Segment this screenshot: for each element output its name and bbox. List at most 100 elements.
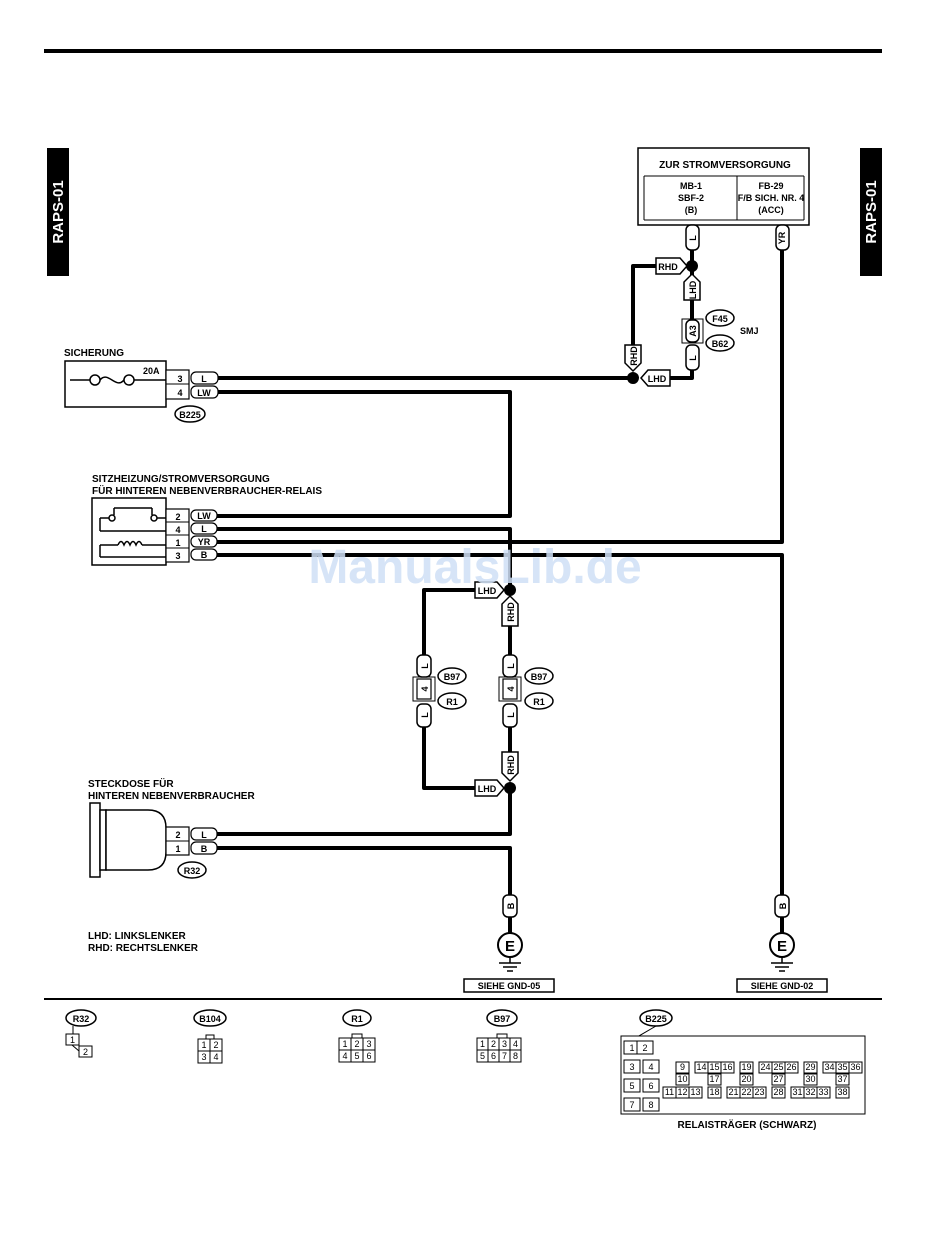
- b97-pin-8-cell: [509, 1049, 522, 1063]
- b225-pin-36-label: 36: [850, 1062, 860, 1072]
- fuse-component: SICHERUNG 20A 3 4 L LW B225: [64, 348, 219, 423]
- side-tab-left: RAPS-01: [47, 148, 69, 276]
- relay-wire-l: L: [201, 524, 207, 534]
- connector-b62: B62: [705, 334, 735, 352]
- pinout-b104: B104 1 2 3 4: [193, 1009, 227, 1064]
- b225-pin-23-cell: [752, 1086, 767, 1099]
- b225-pin-7-cell: [623, 1097, 641, 1112]
- b97-pin-7-label: 7: [502, 1051, 507, 1061]
- r1-pin-6-label: 6: [366, 1051, 371, 1061]
- svg-text:R32: R32: [73, 1014, 90, 1024]
- b225-pin-35-label: 35: [837, 1062, 847, 1072]
- svg-text:B: B: [506, 902, 516, 909]
- svg-text:A3: A3: [688, 325, 698, 337]
- socket-wire-l: L: [201, 830, 207, 840]
- svg-text:4: 4: [420, 686, 430, 691]
- svg-text:B: B: [778, 902, 788, 909]
- svg-text:LHD: LHD: [478, 586, 497, 596]
- b225-pin-2-cell: [636, 1040, 654, 1055]
- pinout-r32: R32 1 2: [65, 1009, 97, 1058]
- svg-text:LHD: LHD: [478, 784, 497, 794]
- power-box-right-line2: F/B SICH. NR. 4: [738, 193, 805, 203]
- b225-pin-33-label: 33: [818, 1087, 828, 1097]
- b225-pin-29-cell: [803, 1061, 818, 1074]
- b225-pin-13-cell: [688, 1086, 703, 1099]
- svg-text:B104: B104: [199, 1014, 221, 1024]
- r1-pin-3-label: 3: [366, 1039, 371, 1049]
- svg-text:RHD: RHD: [506, 755, 516, 775]
- ground-right: B E SIEHE GND-02: [736, 894, 828, 993]
- b225-pin-16-cell: [720, 1061, 735, 1074]
- svg-text:L: L: [688, 235, 698, 241]
- b225-pin-21-label: 21: [728, 1087, 738, 1097]
- svg-text:RHD: RHD: [629, 346, 639, 366]
- b225-pin-10-label: 10: [677, 1074, 687, 1084]
- b225-pin-8-label: 8: [648, 1100, 653, 1110]
- svg-text:R1: R1: [351, 1014, 363, 1024]
- b225-pin-25-label: 25: [773, 1062, 783, 1072]
- top-rule: [44, 49, 882, 53]
- b225-pin-26-cell: [784, 1061, 799, 1074]
- splice-lower: [504, 782, 516, 794]
- b225-pin-12-label: 12: [677, 1087, 687, 1097]
- b225-pin-3-cell: [623, 1059, 641, 1074]
- relay-wire-b: B: [201, 550, 208, 560]
- svg-text:RHD: RHD: [658, 262, 678, 272]
- splice-top: [686, 260, 698, 272]
- smj-label: SMJ: [740, 326, 759, 336]
- side-tab-left-label: RAPS-01: [50, 180, 67, 243]
- ground-left: B E SIEHE GND-05: [463, 894, 555, 993]
- svg-text:2: 2: [83, 1047, 88, 1057]
- b225-pin-33-cell: [816, 1086, 831, 1099]
- svg-text:R1: R1: [533, 697, 545, 707]
- b225-pin-19-label: 19: [741, 1062, 751, 1072]
- svg-text:B97: B97: [494, 1014, 511, 1024]
- b225-pin-4-cell: [642, 1059, 660, 1074]
- fuse-wire-lw: LW: [197, 388, 211, 398]
- relay-title-line2: FÜR HINTEREN NEBENVERBRAUCHER-RELAIS: [92, 484, 322, 497]
- r1-pin-6-cell: [362, 1049, 376, 1063]
- svg-text:L: L: [420, 712, 430, 718]
- socket-title-line1: STECKDOSE FÜR: [88, 777, 174, 790]
- b97-pin-1-label: 1: [480, 1039, 485, 1049]
- b225-pin-23-label: 23: [754, 1087, 764, 1097]
- b225-pin-17-cell: [707, 1073, 722, 1086]
- b225-pin-18-label: 18: [709, 1087, 719, 1097]
- b97-pin-3-label: 3: [502, 1039, 507, 1049]
- wire-harness: [217, 250, 784, 895]
- svg-text:LHD: LHD: [648, 374, 667, 384]
- svg-text:L: L: [506, 663, 516, 669]
- fuse-rating: 20A: [143, 366, 160, 376]
- svg-text:2: 2: [213, 1040, 218, 1050]
- lhd-tag-upper: LHD: [474, 581, 505, 599]
- relay-wire-lw: LW: [197, 511, 211, 521]
- socket-connector-r32: R32: [184, 866, 201, 876]
- b225-pin-28-cell: [771, 1086, 786, 1099]
- svg-text:L: L: [688, 355, 698, 361]
- b225-pin-34-label: 34: [824, 1062, 834, 1072]
- svg-text:L: L: [506, 712, 516, 718]
- fuse-pin-4: 4: [177, 388, 182, 398]
- b225-pin-24-label: 24: [760, 1062, 770, 1072]
- b225-pin-15-label: 15: [709, 1062, 719, 1072]
- svg-text:4: 4: [506, 686, 516, 691]
- b225-pin-9-label: 9: [680, 1062, 685, 1072]
- b225-pin-5-label: 5: [629, 1081, 634, 1091]
- b225-pin-16-label: 16: [722, 1062, 732, 1072]
- b225-pin-37-label: 37: [837, 1074, 847, 1084]
- power-box-left-line2: SBF-2: [678, 193, 704, 203]
- b225-pin-20-cell: [739, 1073, 754, 1086]
- socket-wire-b: B: [201, 844, 208, 854]
- b225-pin-7-label: 7: [629, 1100, 634, 1110]
- svg-text:LHD: LHD: [688, 280, 698, 299]
- svg-text:YR: YR: [777, 231, 787, 244]
- b225-pin-22-label: 22: [741, 1087, 751, 1097]
- r1-pin-5-label: 5: [354, 1051, 359, 1061]
- b225-pin-20-label: 20: [741, 1074, 751, 1084]
- svg-text:RHD: RHD: [506, 602, 516, 622]
- b225-pin-27-cell: [771, 1073, 786, 1086]
- legend-rhd: RHD: RECHTSLENKER: [88, 943, 199, 954]
- svg-text:B97: B97: [444, 672, 461, 682]
- relay-pin-1: 1: [175, 538, 180, 548]
